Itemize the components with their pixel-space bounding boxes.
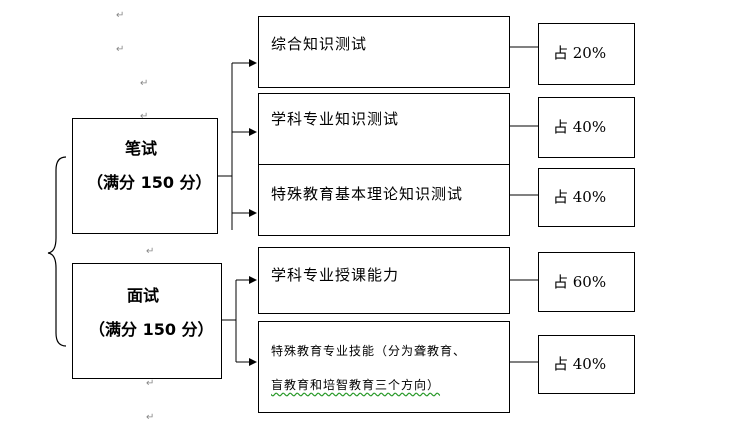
percent-box: 占 40% bbox=[538, 168, 635, 227]
interview-box: 面试 （满分 150 分） bbox=[72, 263, 222, 379]
percent-label: 占 20% bbox=[553, 44, 607, 62]
item-label-line2: 盲教育和培智教育三个方向） bbox=[271, 378, 441, 392]
percent-label: 占 60% bbox=[553, 273, 607, 291]
paragraph-mark: ↵ bbox=[140, 78, 149, 89]
written-exam-score: （满分 150 分） bbox=[87, 173, 212, 192]
item-box-subject-knowledge: 学科专业知识测试 bbox=[258, 93, 510, 166]
paragraph-mark: ↵ bbox=[116, 10, 125, 21]
item-box-teaching-ability: 学科专业授课能力 bbox=[258, 247, 510, 314]
left-brace bbox=[47, 156, 67, 347]
percent-label: 占 40% bbox=[553, 355, 607, 373]
item-box-special-education-skills: 特殊教育专业技能（分为聋教育、 盲教育和培智教育三个方向） bbox=[258, 321, 510, 413]
item-label-line1: 特殊教育专业技能（分为聋教育、 bbox=[271, 344, 467, 358]
paragraph-mark: ↵ bbox=[146, 412, 155, 423]
percent-label: 占 40% bbox=[553, 118, 607, 136]
item-label: 学科专业知识测试 bbox=[271, 110, 400, 128]
written-exam-box: 笔试 （满分 150 分） bbox=[72, 118, 218, 234]
item-label: 特殊教育基本理论知识测试 bbox=[271, 185, 464, 203]
paragraph-mark: ↵ bbox=[116, 44, 125, 55]
written-exam-title: 笔试 bbox=[125, 139, 158, 158]
percent-box: 占 60% bbox=[538, 252, 635, 312]
percent-box: 占 40% bbox=[538, 335, 635, 394]
item-label: 综合知识测试 bbox=[271, 35, 368, 53]
interview-score: （满分 150 分） bbox=[89, 320, 214, 339]
percent-box: 占 40% bbox=[538, 97, 635, 158]
percent-box: 占 20% bbox=[538, 23, 635, 85]
paragraph-mark: ↵ bbox=[146, 246, 155, 257]
paragraph-mark: ↵ bbox=[146, 378, 155, 389]
percent-label: 占 40% bbox=[553, 188, 607, 206]
item-label: 学科专业授课能力 bbox=[271, 266, 400, 284]
interview-title: 面试 bbox=[127, 286, 160, 305]
paragraph-mark: ↵ bbox=[140, 111, 149, 122]
item-box-general-knowledge: 综合知识测试 bbox=[258, 16, 510, 88]
item-box-special-education-theory: 特殊教育基本理论知识测试 bbox=[258, 164, 510, 236]
